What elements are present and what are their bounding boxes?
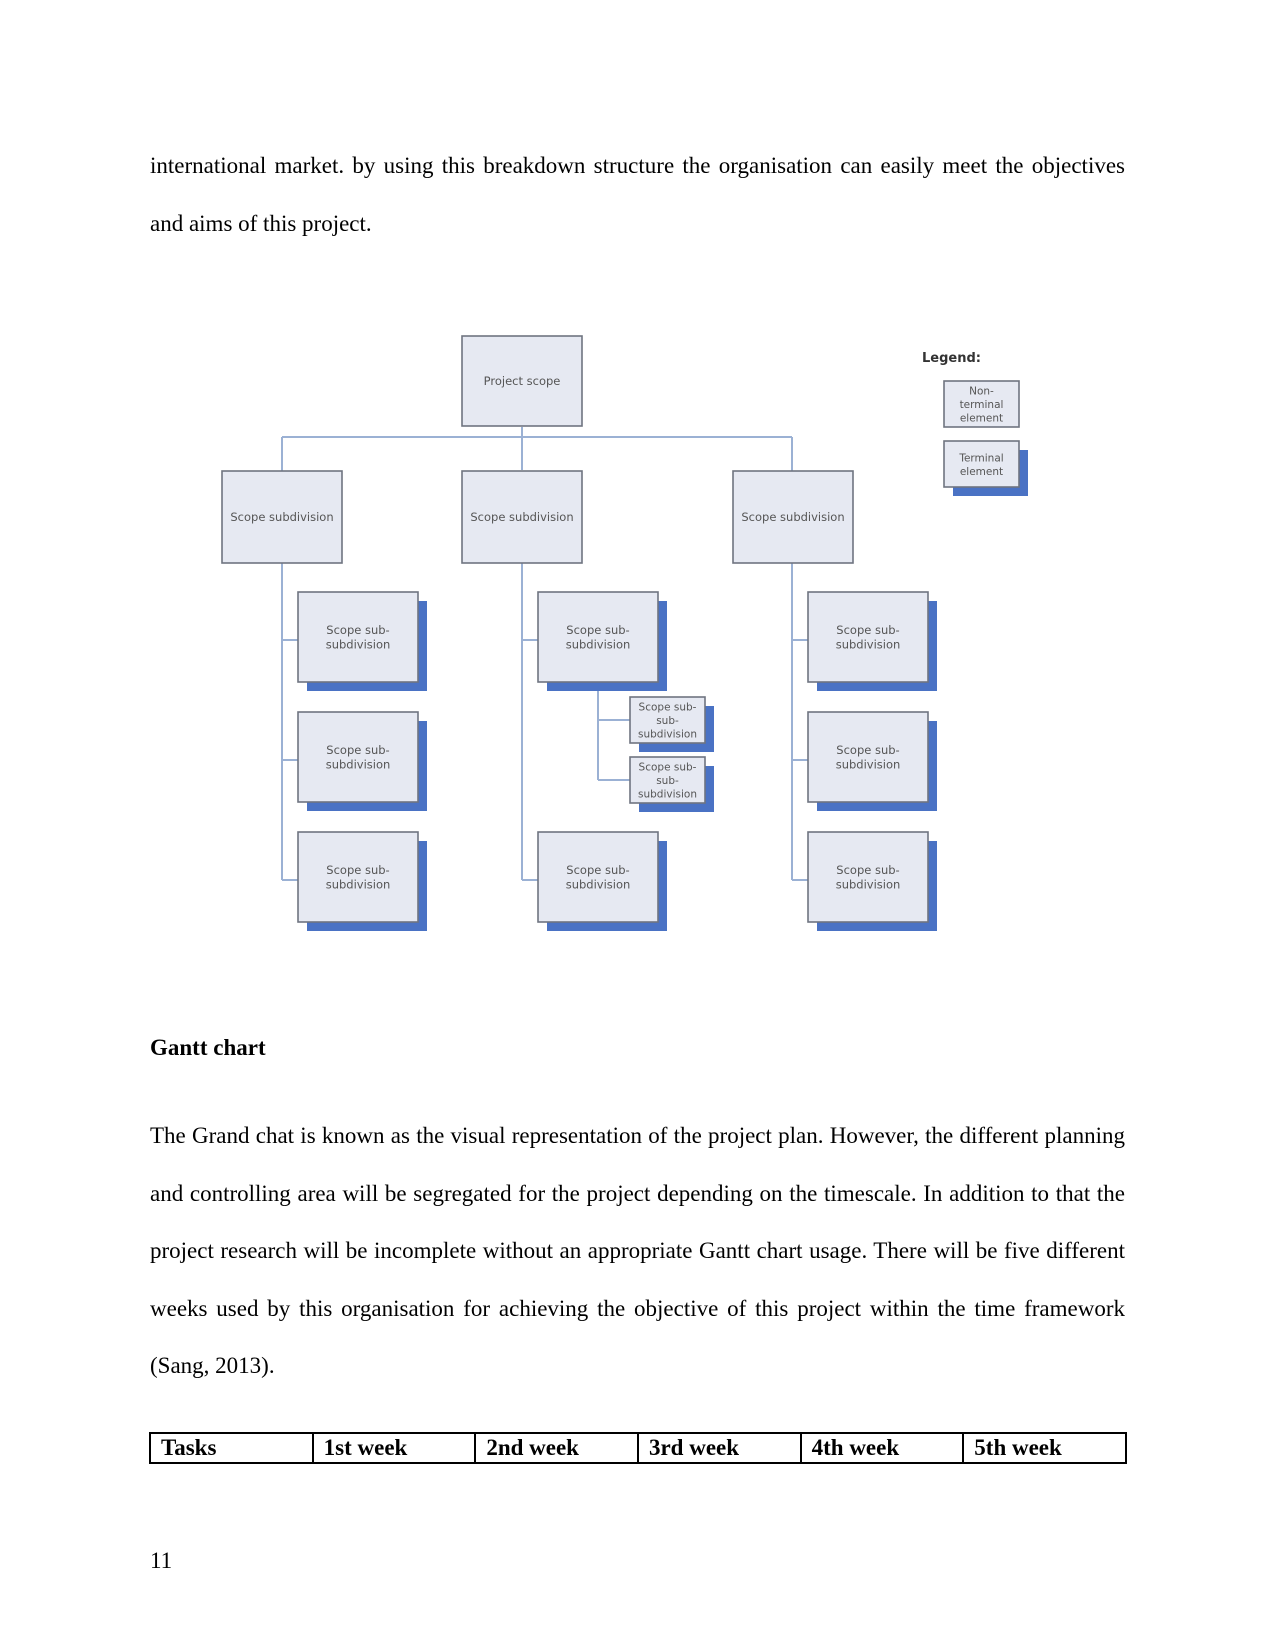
scope-subdivision-box: Scope subdivision xyxy=(732,470,854,564)
scope-sub-subdivision-box: Scope sub-subdivision xyxy=(807,831,937,931)
box-label: Scope sub-subdivision xyxy=(566,623,631,652)
box-label: Scope subdivision xyxy=(470,510,573,524)
scope-sub-subdivision-box: Scope sub-subdivision xyxy=(807,711,937,811)
box-label: Project scope xyxy=(484,374,561,388)
box-label: Scope sub-subdivision xyxy=(836,743,901,772)
page-number: 11 xyxy=(150,1548,173,1573)
box-frame xyxy=(297,591,419,683)
gantt-header-cell: 2nd week xyxy=(474,1432,639,1464)
box-frame xyxy=(732,470,854,564)
box-frame xyxy=(807,711,929,803)
scope-sub-subdivision-box: Scope sub-subdivision xyxy=(807,591,937,691)
box-frame xyxy=(297,711,419,803)
box-label: Scope subdivision xyxy=(230,510,333,524)
gantt-table: Tasks 1st week 2nd week 3rd week 4th wee… xyxy=(149,1432,1127,1464)
gantt-header-cell: 1st week xyxy=(311,1432,477,1464)
scope-sub-sub-subdivision-box: Scope sub-sub-subdivision xyxy=(629,696,714,752)
box-frame xyxy=(943,380,1020,428)
box-label: Scope subdivision xyxy=(741,510,844,524)
scope-subdivision-box: Scope subdivision xyxy=(221,470,343,564)
box-label: Scope sub-subdivision xyxy=(326,863,391,892)
gantt-header-cell: 4th week xyxy=(799,1432,965,1464)
diagram-connectors xyxy=(281,427,808,881)
box-frame xyxy=(943,440,1020,488)
box-frame xyxy=(629,696,706,744)
project-scope-box: Project scope xyxy=(461,335,583,427)
box-label: Scope sub-subdivision xyxy=(326,743,391,772)
scope-sub-sub-subdivision-box: Scope sub-sub-subdivision xyxy=(629,756,714,812)
box-label: Scope sub-subdivision xyxy=(326,623,391,652)
box-frame xyxy=(807,591,929,683)
box-label: Scope sub-sub-subdivision xyxy=(638,762,697,801)
box-frame xyxy=(807,831,929,923)
intro-paragraph: international market. by using this brea… xyxy=(150,153,1125,236)
box-frame xyxy=(297,831,419,923)
box-label: Scope sub-subdivision xyxy=(566,863,631,892)
box-frame xyxy=(221,470,343,564)
box-label: Scope sub-sub-subdivision xyxy=(638,702,697,741)
scope-sub-subdivision-box: Scope sub-subdivision xyxy=(297,711,427,811)
scope-subdivision-box: Scope subdivision xyxy=(461,470,583,564)
box-frame xyxy=(537,831,659,923)
box-frame xyxy=(537,591,659,683)
box-frame xyxy=(629,756,706,804)
box-label: Scope sub-subdivision xyxy=(836,863,901,892)
box-frame xyxy=(461,470,583,564)
scope-sub-subdivision-box: Scope sub-subdivision xyxy=(537,591,667,691)
gantt-paragraph: The Grand chat is known as the visual re… xyxy=(150,1123,1125,1378)
gantt-header-cell: 3rd week xyxy=(636,1432,802,1464)
scope-sub-subdivision-box: Scope sub-subdivision xyxy=(297,831,427,931)
gantt-header-row: Tasks 1st week 2nd week 3rd week 4th wee… xyxy=(149,1432,1127,1464)
gantt-header-cell: Tasks xyxy=(149,1432,314,1464)
box-label: Scope sub-subdivision xyxy=(836,623,901,652)
scope-sub-subdivision-box: Scope sub-subdivision xyxy=(297,591,427,691)
gantt-header-cell: 5th week xyxy=(962,1432,1127,1464)
section-heading: Gantt chart xyxy=(150,1035,266,1060)
box-frame xyxy=(461,335,583,427)
scope-sub-subdivision-box: Scope sub-subdivision xyxy=(537,831,667,931)
legend-title: Legend: xyxy=(922,351,981,366)
